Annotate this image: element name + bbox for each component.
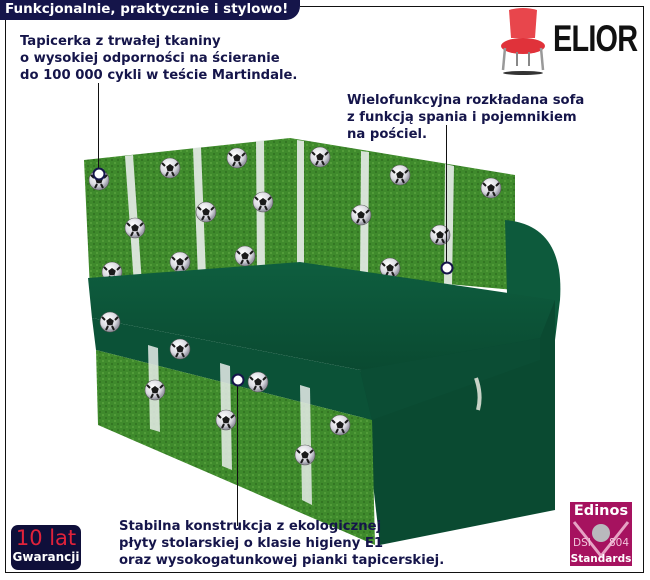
warranty-label: Gwarancji — [12, 550, 80, 564]
frame-bottom-border — [5, 572, 644, 573]
pointer-dot-construction — [231, 373, 245, 387]
frame-right-border — [643, 6, 644, 573]
frame-top-border — [300, 6, 644, 7]
edinos-dsi: DSI — [573, 537, 591, 549]
header-tagline: Funkcjonalnie, praktycznie i stylowo! — [0, 0, 300, 20]
callout-line: Stabilna konstrukcja z ekologicznej — [119, 519, 382, 534]
warranty-years: 10 lat — [15, 526, 77, 550]
callout-line: z funkcją spania i pojemnikiem — [347, 110, 577, 125]
edinos-brand: Edinos — [573, 503, 629, 519]
callout-upholstery: Tapicerka z trwałej tkaniny o wysokiej o… — [20, 33, 297, 84]
edinos-code: 804 — [608, 537, 629, 549]
edinos-certification-badge: Edinos DSI 804 Standards — [570, 502, 632, 566]
pointer-dot-multifunction — [440, 261, 454, 275]
frame-left-border — [5, 20, 6, 573]
brand-name: ELIOR — [553, 18, 638, 59]
callout-line: płyty stolarskiej o klasie higieny E1 — [119, 536, 384, 551]
checkmark-v-icon — [572, 521, 630, 559]
pointer-dot-upholstery — [92, 167, 106, 181]
warranty-badge: 10 lat Gwarancji — [11, 525, 81, 570]
edinos-standards: Standards — [570, 553, 632, 565]
callout-line: oraz wysokogatunkowej pianki tapicerskie… — [119, 553, 445, 568]
callout-line: do 100 000 cykli w teście Martindale. — [20, 68, 298, 83]
callout-line: o wysokiej odporności na ścieranie — [20, 51, 280, 66]
callout-line: Wielofunkcyjna rozkładana sofa — [347, 93, 585, 108]
callout-line: Tapicerka z trwałej tkaniny — [20, 34, 221, 49]
callout-construction: Stabilna konstrukcja z ekologicznej płyt… — [119, 518, 444, 569]
callout-line: na pościel. — [347, 127, 428, 142]
pointer-line-construction — [237, 381, 238, 526]
pointer-line-multifunction — [446, 125, 447, 267]
red-chair-icon — [501, 8, 545, 75]
callout-multifunction: Wielofunkcyjna rozkładana sofa z funkcją… — [347, 92, 584, 143]
pointer-line-upholstery — [98, 83, 99, 173]
